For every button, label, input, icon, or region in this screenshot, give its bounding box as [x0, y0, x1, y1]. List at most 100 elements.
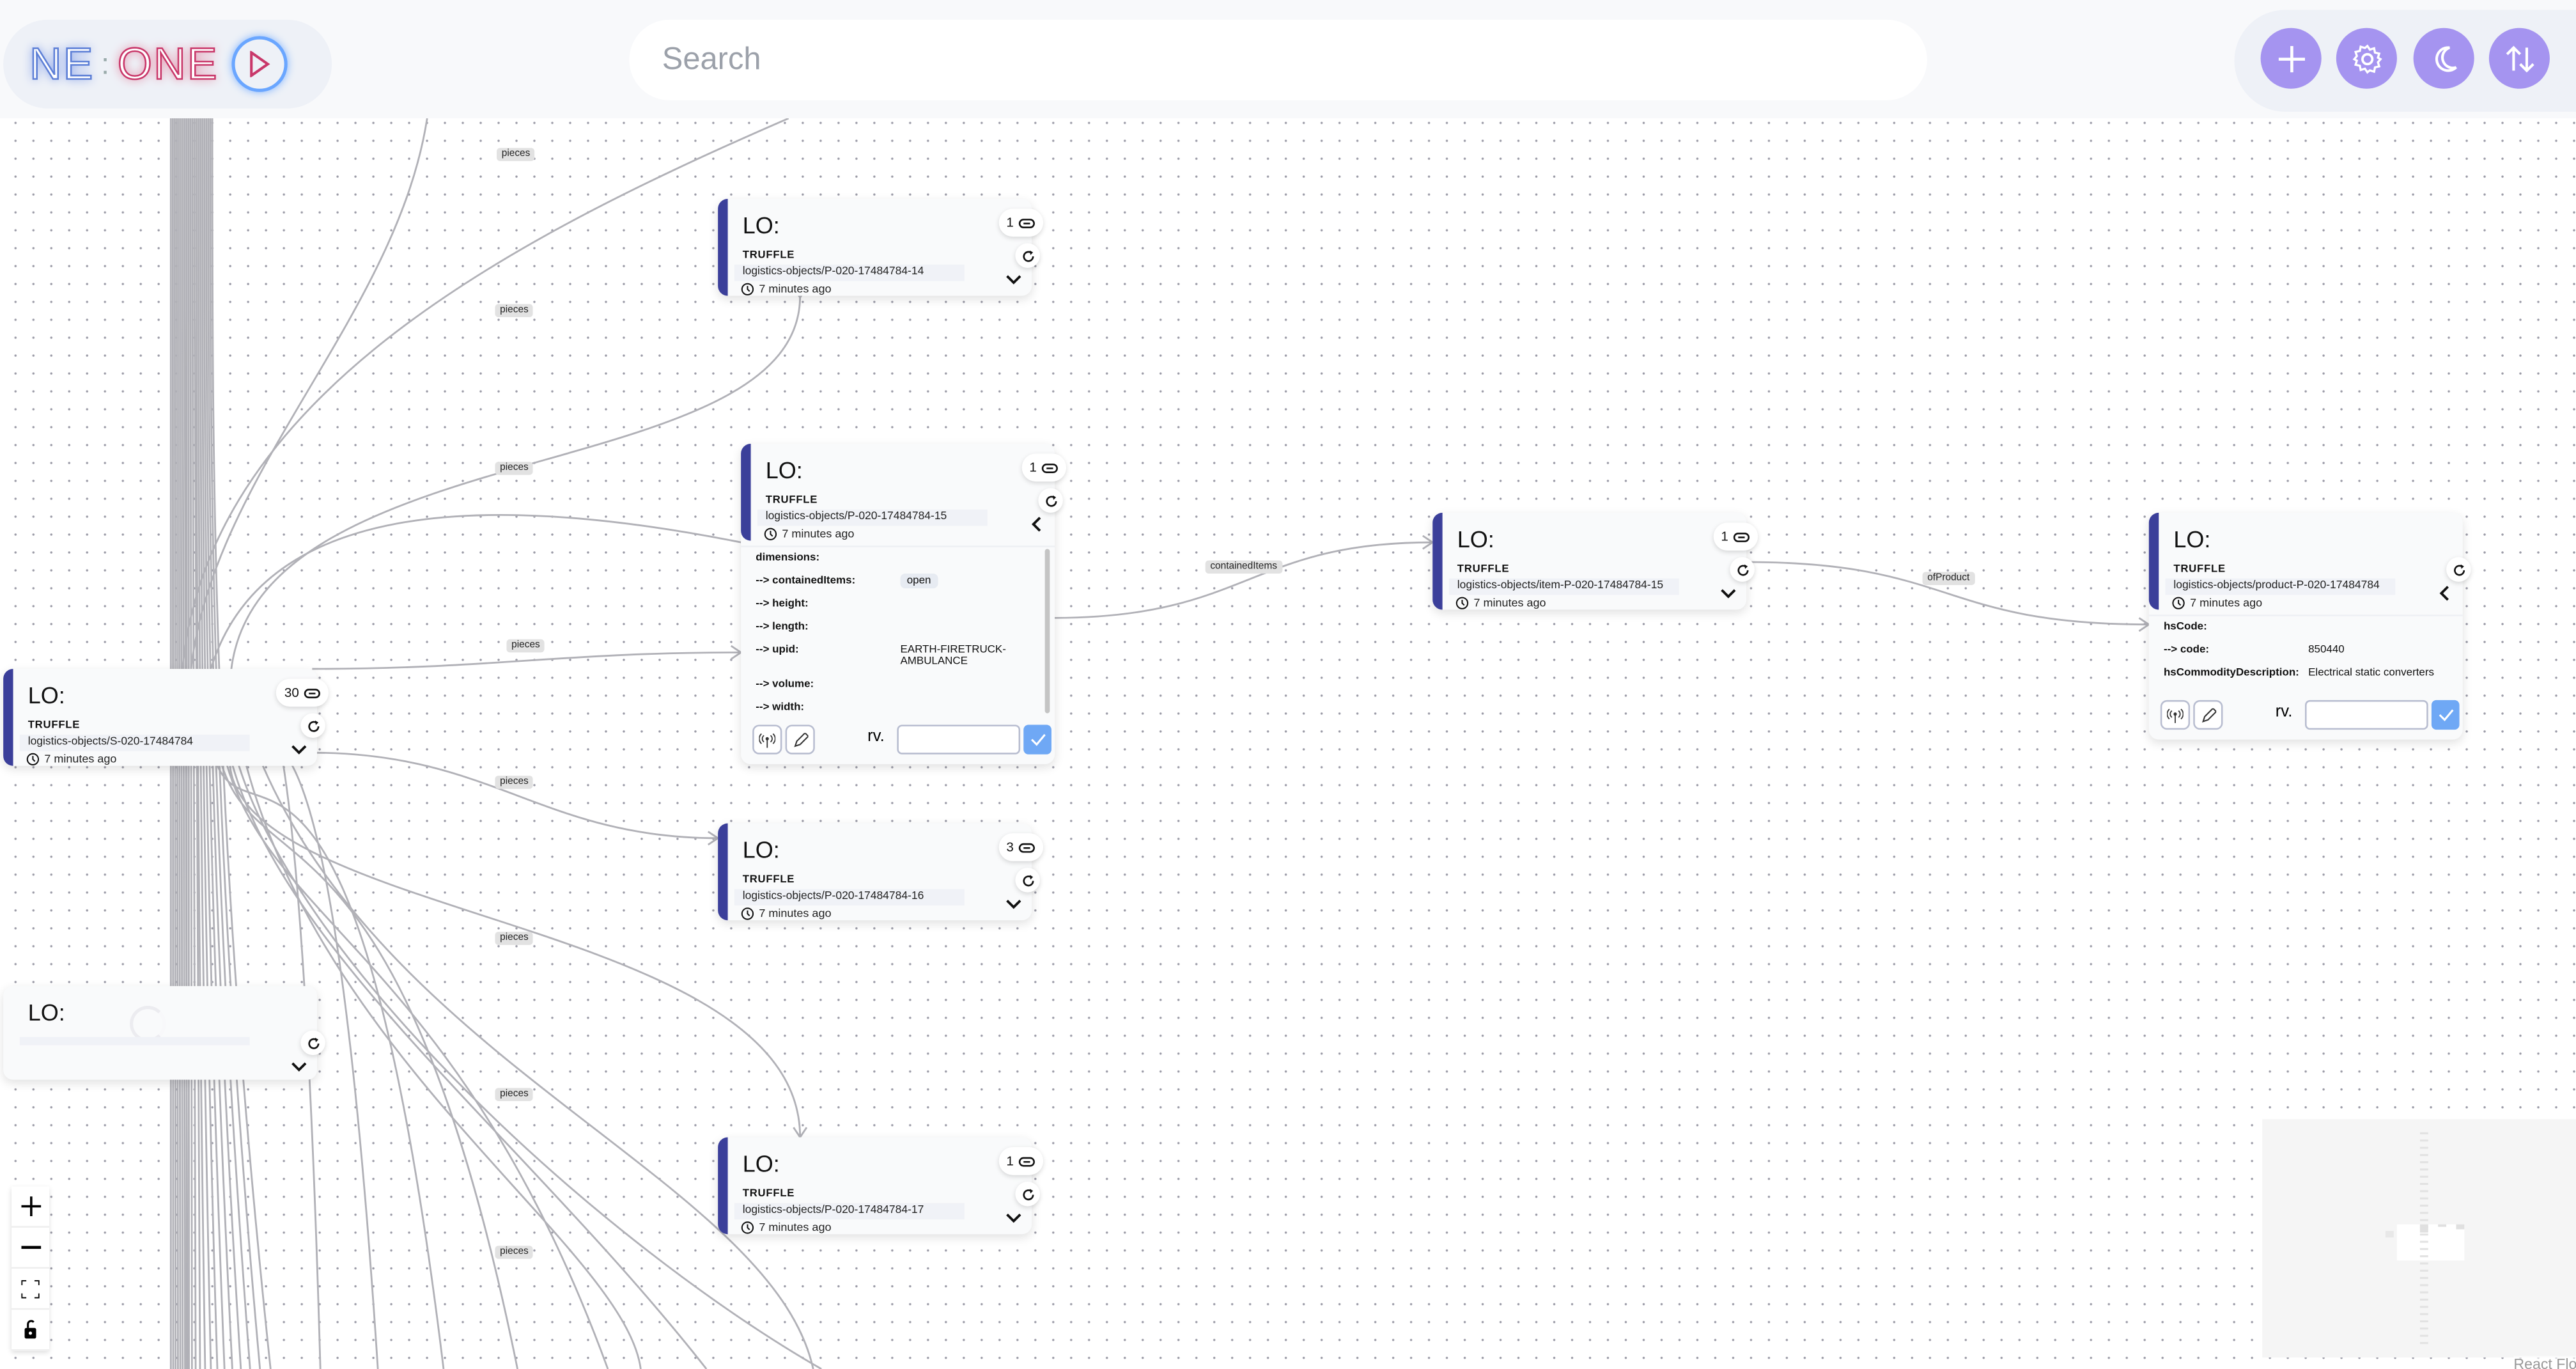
attribution-link[interactable]: React Flow: [2513, 1356, 2576, 1369]
refresh-button[interactable]: [300, 713, 325, 739]
edge[interactable]: [261, 765, 814, 1369]
refresh-button[interactable]: [1015, 1181, 1040, 1207]
edge[interactable]: [206, 707, 445, 1369]
zoom-in-button[interactable]: [11, 1186, 50, 1228]
edge[interactable]: [215, 707, 609, 1369]
link-count-button[interactable]: 3: [998, 833, 1044, 861]
edge[interactable]: [229, 765, 802, 1138]
subscribe-button[interactable]: [2160, 700, 2191, 730]
edge[interactable]: [245, 765, 642, 1369]
refresh-icon: [307, 719, 319, 731]
edge-label: containedItems: [1205, 560, 1282, 574]
edge-label: pieces: [495, 1246, 534, 1259]
revision-input[interactable]: [2304, 700, 2428, 730]
node-id[interactable]: logistics-objects/P-020-17484784-16: [734, 889, 965, 906]
detail-row: --> width:: [741, 701, 1055, 713]
node-id[interactable]: logistics-objects/P-020-17484784-15: [757, 509, 988, 526]
zoom-out-button[interactable]: [11, 1227, 50, 1269]
edge[interactable]: [1746, 561, 2149, 626]
edge-label: pieces: [495, 462, 534, 475]
logo[interactable]: NE : ONE: [3, 19, 332, 109]
add-button[interactable]: [2260, 27, 2322, 89]
node-details[interactable]: dimensions:--> containedItems:open--> he…: [741, 545, 1055, 721]
theme-toggle-button[interactable]: [2413, 27, 2474, 89]
expand-button[interactable]: [1004, 1207, 1023, 1226]
refresh-button[interactable]: [1015, 243, 1040, 268]
edge[interactable]: [204, 513, 741, 691]
edit-button[interactable]: [785, 724, 815, 755]
link-count-button[interactable]: 30: [276, 678, 329, 707]
node-id[interactable]: logistics-objects/P-020-17484784-14: [734, 264, 965, 281]
expand-button[interactable]: [1718, 582, 1738, 602]
search-input[interactable]: [629, 19, 1927, 100]
node-accent-bar: [718, 823, 728, 921]
chevron-down-icon: [291, 1062, 307, 1072]
edge[interactable]: [312, 651, 741, 670]
details-scrollbar[interactable]: [1044, 549, 1050, 714]
expand-button[interactable]: [1004, 893, 1023, 912]
refresh-button[interactable]: [2446, 557, 2471, 582]
node-accent-bar: [2148, 512, 2159, 610]
collapse-button[interactable]: [2435, 582, 2455, 602]
edge[interactable]: [312, 751, 718, 840]
refresh-icon: [307, 1037, 319, 1049]
expand-button[interactable]: [289, 1055, 309, 1075]
node-id[interactable]: logistics-objects/S-020-17484784: [19, 734, 250, 751]
link-count-button[interactable]: 1: [1712, 522, 1758, 551]
field-value: EARTH-FIRETRUCK-AMBULANCE: [900, 644, 1006, 668]
confirm-revision-button[interactable]: [1023, 724, 1051, 755]
node-id[interactable]: logistics-objects/item-P-020-17484784-15: [1448, 578, 1679, 595]
link-count: 1: [1006, 1154, 1014, 1169]
minimap[interactable]: [2262, 1119, 2576, 1357]
minimap-node: [2419, 1334, 2428, 1337]
link-count-button[interactable]: 1: [1021, 453, 1067, 482]
node-id[interactable]: logistics-objects/product-P-020-17484784: [2165, 578, 2396, 595]
confirm-revision-button[interactable]: [2431, 700, 2460, 730]
logistics-object-node[interactable]: LO:: [3, 986, 325, 1080]
link-count: 1: [1029, 460, 1037, 475]
edge[interactable]: [226, 707, 822, 1369]
interactivity-toggle-button[interactable]: [11, 1310, 50, 1351]
check-icon: [2438, 709, 2453, 722]
refresh-button[interactable]: [1038, 488, 1063, 513]
expand-button[interactable]: [1004, 268, 1023, 288]
edit-button[interactable]: [2193, 700, 2223, 730]
edge[interactable]: [180, 117, 789, 707]
link-count: 30: [284, 685, 299, 700]
node-accent-bar: [718, 1137, 728, 1235]
edge[interactable]: [188, 118, 428, 707]
fit-view-button[interactable]: [11, 1269, 50, 1310]
edge[interactable]: [1053, 541, 1433, 619]
expand-button[interactable]: [289, 738, 309, 758]
link-count-button[interactable]: 1: [998, 1146, 1044, 1175]
collapse-button[interactable]: [1027, 513, 1046, 533]
edge[interactable]: [211, 707, 518, 1369]
open-link[interactable]: open: [900, 573, 938, 589]
refresh-icon: [2453, 563, 2464, 575]
detail-row: --> length:: [741, 622, 1055, 633]
refresh-button[interactable]: [1730, 557, 1755, 582]
revision-input[interactable]: [897, 724, 1021, 755]
play-icon: [231, 36, 288, 92]
refresh-button[interactable]: [300, 1030, 325, 1056]
link-count-button[interactable]: 1: [998, 208, 1044, 237]
edge-label: pieces: [495, 932, 534, 945]
refresh-button[interactable]: [1015, 868, 1040, 893]
subscribe-button[interactable]: [752, 724, 782, 755]
layout-direction-button[interactable]: [2488, 27, 2550, 89]
settings-button[interactable]: [2336, 27, 2397, 89]
node-id[interactable]: logistics-objects/P-020-17484784-17: [734, 1203, 965, 1220]
node-title: LO:: [27, 999, 65, 1026]
edge[interactable]: [229, 295, 802, 691]
field-key: --> volume:: [756, 678, 814, 691]
minimap-node: [2419, 1132, 2428, 1134]
